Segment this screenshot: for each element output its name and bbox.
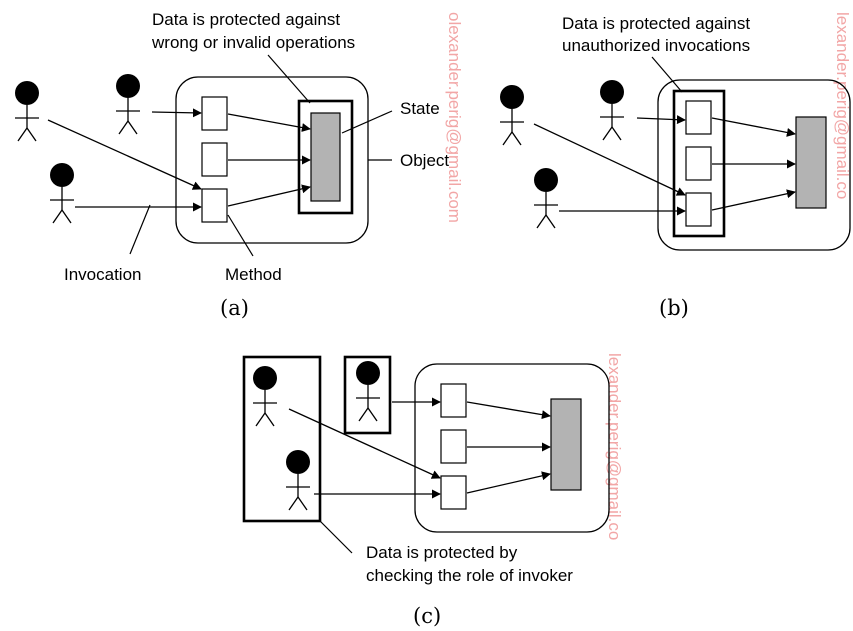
watermark-b: lexander.perig@gmail.co (833, 12, 852, 199)
method-box (201, 188, 228, 223)
actor-icon (252, 365, 278, 427)
method-box (201, 142, 228, 177)
role-group-box (343, 355, 392, 435)
panel-a: Data is protected against wrong or inval… (14, 10, 449, 320)
invocation-arrow (288, 408, 441, 479)
state-access-arrow (227, 113, 311, 132)
watermark-a: olexander.perig@gmail.com (445, 12, 464, 223)
state-box (550, 398, 582, 491)
watermark-c: lexander.perig@gmail.co (605, 353, 624, 540)
state-label: State (400, 99, 440, 118)
method-box (685, 192, 712, 227)
actor-icon (49, 162, 75, 224)
panel-c: Data is protected by checking the role o… (242, 355, 610, 628)
leader-line (319, 520, 353, 554)
state-access-arrow (466, 471, 551, 494)
method-box (440, 383, 467, 418)
actor-icon (115, 73, 141, 135)
method-label: Method (225, 265, 282, 284)
method-box (201, 96, 228, 131)
note-text: checking the role of invoker (366, 566, 573, 585)
state-box (795, 116, 827, 209)
method-box (440, 429, 467, 464)
invocation-arrow (533, 123, 686, 196)
leader-line (227, 214, 254, 257)
caption-b: (b) (659, 296, 689, 320)
leader-line (341, 110, 393, 134)
note-text: Data is protected by (366, 543, 518, 562)
leader-line (129, 204, 151, 255)
state-access-arrow (711, 117, 796, 137)
object-label: Object (400, 151, 449, 170)
method-box (440, 475, 467, 510)
note-text: unauthorized invocations (562, 36, 750, 55)
invocation-label: Invocation (64, 265, 142, 284)
method-box (685, 100, 712, 135)
actor-icon (599, 79, 625, 141)
actor-icon (499, 84, 525, 146)
object-box (414, 363, 610, 533)
actor-icon (355, 360, 381, 422)
note-text: wrong or invalid operations (151, 33, 355, 52)
caption-c: (c) (413, 604, 441, 628)
leader-line (267, 54, 311, 104)
leader-line (651, 56, 683, 93)
invocation-arrow (636, 115, 686, 125)
object-box (657, 79, 851, 251)
note-text: Data is protected against (152, 10, 340, 29)
state-access-arrow (711, 189, 796, 211)
caption-a: (a) (220, 296, 249, 320)
invocation-arrow (47, 119, 202, 190)
state-guard-box (297, 99, 354, 215)
actor-icon (14, 80, 40, 142)
role-group-box (242, 355, 322, 523)
note-text: Data is protected against (562, 14, 750, 33)
state-access-arrow (466, 401, 551, 420)
actor-icon (285, 449, 311, 511)
panel-b: Data is protected against unauthorized i… (499, 14, 851, 320)
method-box (685, 146, 712, 181)
state-access-arrow (227, 184, 311, 207)
state-box (310, 112, 341, 202)
invocation-arrow (151, 108, 202, 118)
actor-icon (533, 167, 559, 229)
